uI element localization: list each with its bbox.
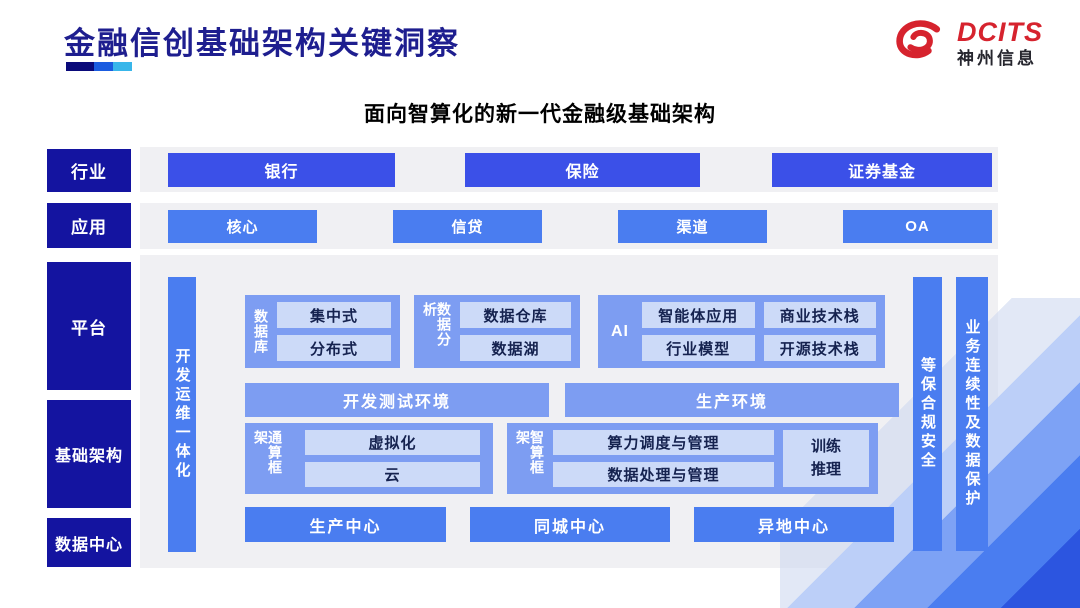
industry-box-insurance: 保险: [465, 153, 700, 187]
application-box-core: 核心: [168, 210, 317, 243]
ai-group: AI 智能体应用 商业技术栈 行业模型 开源技术栈: [598, 295, 885, 368]
security-compliance-label: 等保合规安全: [919, 357, 936, 471]
database-items: 集中式 分布式: [277, 302, 391, 361]
ai-group-label: AI: [611, 322, 629, 340]
industry-box-securities-funds: 证券基金: [772, 153, 992, 187]
production-environment-box: 生产环境: [565, 383, 899, 417]
industry-box-bank: 银行: [168, 153, 395, 187]
smart-compute-group: 智算框架 算力调度与管理 数据处理与管理 训练 推理: [507, 423, 878, 494]
center-box-same-city: 同城中心: [470, 507, 670, 542]
row-label-platform: 平台: [47, 262, 131, 390]
database-item-centralized: 集中式: [277, 302, 391, 328]
general-compute-items: 虚拟化 云: [305, 430, 480, 487]
logo-company-text: 神州信息: [957, 49, 1037, 68]
accent-segment-dark: [66, 62, 94, 71]
analytics-group: 数据分析 数据仓库 数据湖: [414, 295, 580, 368]
dev-test-environment-box: 开发测试环境: [245, 383, 549, 417]
ai-item-agent-apps: 智能体应用: [642, 302, 755, 328]
ai-items: 智能体应用 商业技术栈 行业模型 开源技术栈: [642, 302, 876, 361]
logo-brand-text: DCITS: [957, 17, 1043, 47]
smart-compute-item-scheduling: 算力调度与管理: [553, 430, 774, 455]
devops-integration-label: 开发运维一体化: [173, 348, 191, 481]
database-item-distributed: 分布式: [277, 335, 391, 361]
dcits-logo: DCITS 神州信息: [890, 16, 1043, 70]
security-compliance-bar: 等保合规安全: [913, 277, 942, 551]
dcits-swirl-icon: [896, 20, 941, 59]
application-box-channel: 渠道: [618, 210, 767, 243]
devops-integration-bar: 开发运维一体化: [168, 277, 196, 552]
application-box-credit: 信贷: [393, 210, 542, 243]
smart-compute-item-data-processing: 数据处理与管理: [553, 462, 774, 487]
analytics-item-warehouse: 数据仓库: [460, 302, 571, 328]
analytics-items: 数据仓库 数据湖: [460, 302, 571, 361]
database-group-label: 数据库: [253, 309, 269, 354]
page-title: 金融信创基础架构关键洞察: [64, 26, 460, 61]
application-box-oa: OA: [843, 210, 992, 243]
general-compute-item-virtualization: 虚拟化: [305, 430, 480, 455]
ai-item-opensource-stack: 开源技术栈: [763, 335, 876, 361]
general-compute-group: 通算框架 虚拟化 云: [245, 423, 493, 494]
row-label-application: 应用: [47, 203, 131, 248]
accent-segment-cyan: [113, 62, 132, 71]
smart-compute-label: 智算框架: [515, 430, 545, 475]
diagram-title: 面向智算化的新一代金融级基础架构: [364, 103, 716, 126]
analytics-group-label: 数据分析: [422, 302, 452, 347]
row-label-industry: 行业: [47, 149, 131, 192]
ai-item-industry-models: 行业模型: [642, 335, 755, 361]
logo-text: DCITS 神州信息: [957, 17, 1043, 68]
smart-compute-items: 算力调度与管理 数据处理与管理: [553, 430, 774, 487]
accent-segment-blue: [94, 62, 113, 71]
training-inference-box: 训练 推理: [783, 430, 869, 487]
business-continuity-bar: 业务连续性及数据保护: [956, 277, 988, 551]
title-accent-bar: [66, 62, 132, 71]
ai-item-commercial-stack: 商业技术栈: [763, 302, 876, 328]
row-label-datacenter: 数据中心: [47, 518, 131, 567]
database-group: 数据库 集中式 分布式: [245, 295, 400, 368]
analytics-item-lake: 数据湖: [460, 335, 571, 361]
business-continuity-label: 业务连续性及数据保护: [963, 319, 981, 509]
row-label-infrastructure: 基础架构: [47, 400, 131, 508]
center-box-remote: 异地中心: [694, 507, 894, 542]
general-compute-label: 通算框架: [253, 430, 283, 475]
general-compute-item-cloud: 云: [305, 462, 480, 487]
center-box-production: 生产中心: [245, 507, 446, 542]
